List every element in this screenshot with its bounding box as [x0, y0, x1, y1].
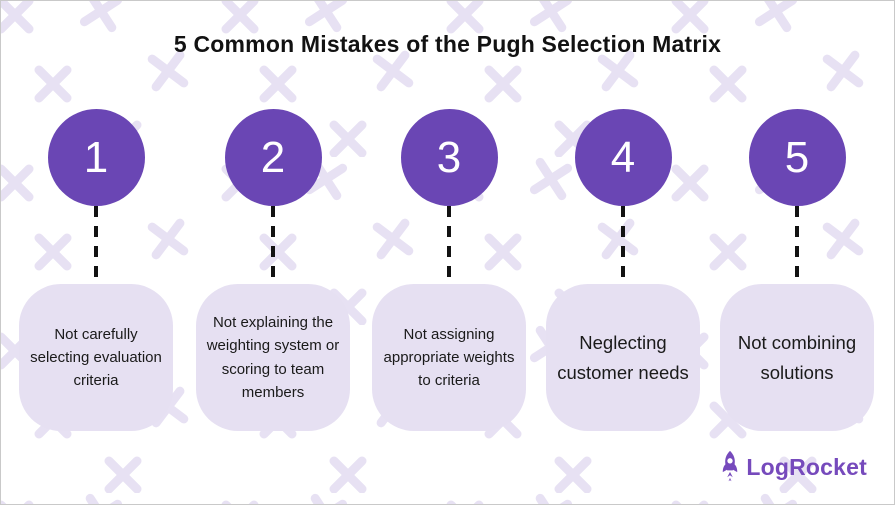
step-number: 1: [83, 132, 109, 182]
page-title: 5 Common Mistakes of the Pugh Selection …: [173, 31, 722, 57]
step-text: Not carefully selecting evaluation crite…: [30, 325, 162, 390]
logo-wordmark: LogRocket: [746, 453, 867, 480]
step-box-5: Not combining solutions: [720, 284, 874, 431]
step-column-1: 1 Not carefully selecting evaluation cri…: [19, 109, 173, 431]
dashed-connector: [621, 206, 625, 284]
step-box-2: Not explaining the weighting system or s…: [196, 284, 350, 431]
dashed-connector: [795, 206, 799, 284]
step-number: 2: [260, 132, 286, 182]
step-box-4: Neglecting customer needs: [546, 284, 700, 431]
rocket-icon: [723, 450, 738, 482]
logrocket-logo: LogRocket: [717, 450, 867, 484]
step-circle-1: 1: [47, 109, 145, 206]
step-column-2: 2 Not explaining the weighting system or…: [196, 109, 350, 431]
step-box-3: Not assigning appropriate weights to cri…: [372, 284, 526, 431]
step-circle-5: 5: [748, 109, 846, 206]
dashed-connector: [271, 206, 275, 284]
step-text: Not combining solutions: [737, 331, 857, 383]
dashed-connector: [447, 206, 451, 284]
step-text: Not assigning appropriate weights to cri…: [383, 325, 515, 390]
step-column-4: 4 Neglecting customer needs: [546, 109, 700, 431]
step-number: 4: [610, 132, 636, 182]
step-number: 3: [436, 132, 462, 182]
step-box-1: Not carefully selecting evaluation crite…: [19, 284, 173, 431]
step-circle-4: 4: [574, 109, 672, 206]
step-column-3: 3 Not assigning appropriate weights to c…: [372, 109, 526, 431]
step-column-5: 5 Not combining solutions: [720, 109, 874, 431]
step-text: Neglecting customer needs: [557, 331, 689, 383]
step-number: 5: [784, 132, 810, 182]
dashed-connector: [94, 206, 98, 284]
step-text: Not explaining the weighting system or s…: [206, 314, 340, 401]
step-circle-2: 2: [224, 109, 322, 206]
step-circle-3: 3: [400, 109, 498, 206]
